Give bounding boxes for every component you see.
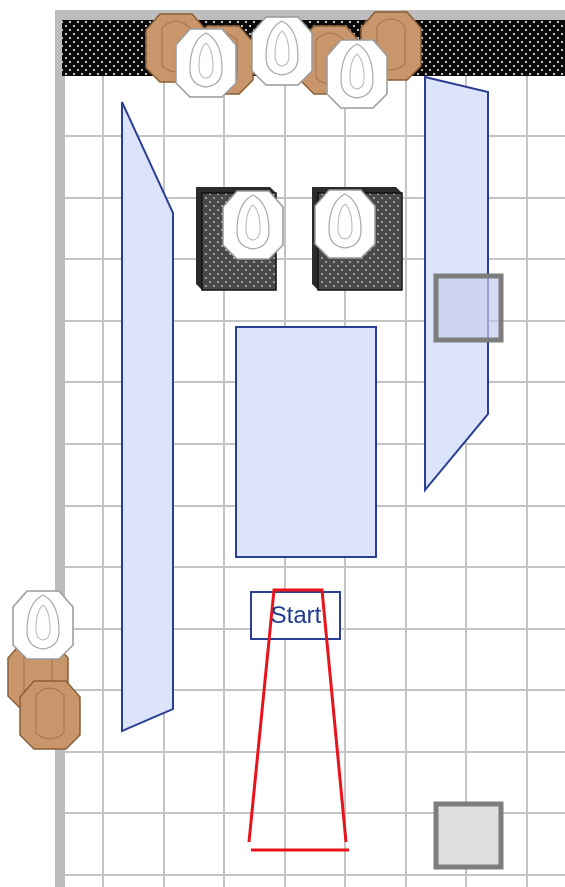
octagon-target-icon (326, 39, 388, 109)
barrel-square-icon (433, 801, 504, 870)
target-stand-right (312, 187, 403, 291)
left-wall (55, 10, 65, 887)
target-stand-left (196, 187, 284, 291)
top-target-array (145, 11, 422, 109)
no-shoot-target-icon (19, 680, 81, 750)
center-barricade (235, 326, 377, 558)
octagon-target-icon (12, 590, 74, 660)
start-label: Start (271, 602, 322, 629)
octagon-target-icon (251, 16, 313, 86)
top-wall (55, 10, 565, 20)
left-target-array (7, 590, 81, 750)
shooting-area-fault-lines (247, 588, 349, 852)
octagon-target-icon (314, 189, 376, 259)
barrel-square-icon (433, 273, 504, 343)
octagon-target-icon (222, 190, 284, 260)
octagon-target-icon (175, 28, 237, 98)
left-barrier-wall (121, 101, 174, 733)
